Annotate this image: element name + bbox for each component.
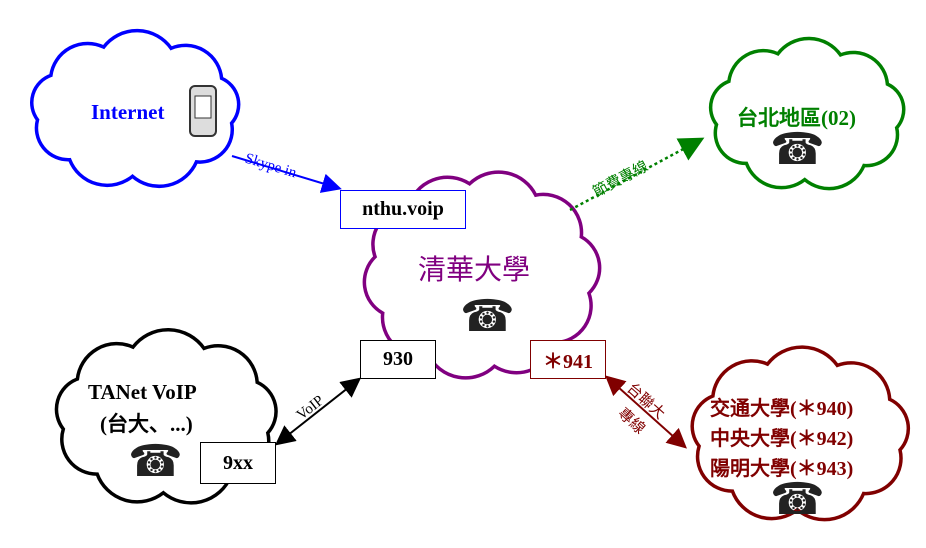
nthu-voip-box: nthu.voip xyxy=(340,190,466,229)
phone-icon: ☎ xyxy=(128,437,183,486)
phone-icon: ☎ xyxy=(770,475,825,524)
internet-cloud xyxy=(30,28,241,189)
nthu-label: 清華大學 xyxy=(418,255,531,286)
ust-cloud xyxy=(690,345,911,522)
internet-label: Internet xyxy=(91,100,165,124)
ncu-label: 中央大學(＊942) xyxy=(710,428,854,450)
mobile-phone-icon xyxy=(189,85,217,137)
ext-941-box: ＊941 xyxy=(530,340,606,379)
nctu-label: 交通大學(＊940) xyxy=(710,398,854,420)
ust-line-arrow xyxy=(605,375,687,449)
ext-9xx-box: 9xx xyxy=(200,442,276,484)
saving-line-arrow xyxy=(569,137,705,212)
skype-in-arrow xyxy=(231,155,342,193)
phone-icon: ☎ xyxy=(460,292,515,341)
tanet-sublabel: (台大、...) xyxy=(100,412,193,436)
voip-arrow xyxy=(274,377,362,446)
taipei-cloud xyxy=(708,36,906,191)
phone-icon: ☎ xyxy=(770,125,825,174)
ext-930-box: 930 xyxy=(360,340,436,379)
nymu-label: 陽明大學(＊943) xyxy=(710,458,854,480)
tanet-label: TANet VoIP xyxy=(88,380,197,404)
taipei-label: 台北地區(02) xyxy=(737,106,856,130)
